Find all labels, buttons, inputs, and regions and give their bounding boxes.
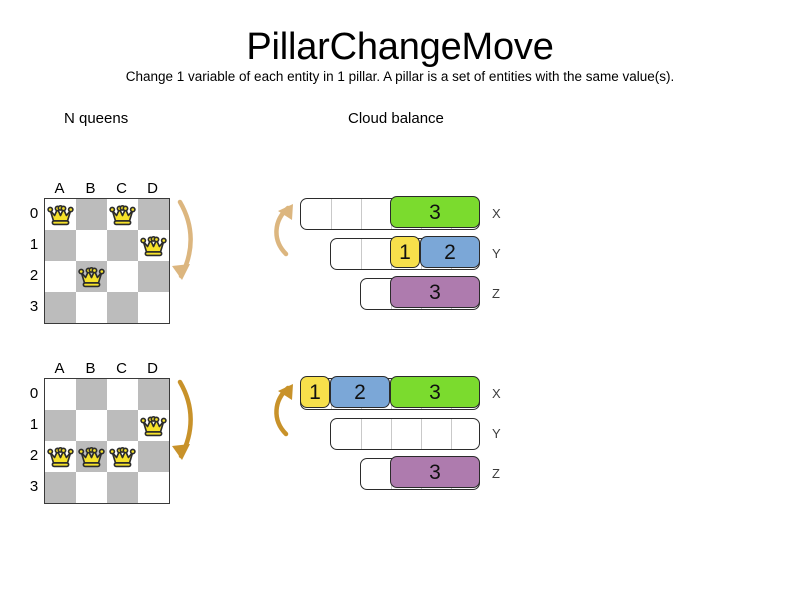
board-column-label-c: C bbox=[116, 360, 127, 377]
board-cell-d0[interactable] bbox=[138, 199, 169, 230]
board-cell-b1[interactable] bbox=[76, 230, 107, 261]
board-row-label-1: 1 bbox=[29, 236, 39, 253]
capacity-tick bbox=[361, 239, 362, 269]
capacity-tick bbox=[361, 419, 362, 449]
board-cell-d1[interactable] bbox=[138, 410, 169, 441]
process-block-3[interactable]: 3 bbox=[390, 196, 480, 229]
board-column-label-b: B bbox=[85, 360, 96, 377]
process-block-1[interactable]: 1 bbox=[390, 236, 420, 269]
board-cell-d2[interactable] bbox=[138, 261, 169, 292]
board-cell-a1[interactable] bbox=[45, 230, 76, 261]
page-subtitle: Change 1 variable of each entity in 1 pi… bbox=[125, 69, 675, 84]
capacity-tick bbox=[451, 419, 452, 449]
process-block-2[interactable]: 2 bbox=[330, 376, 390, 409]
board-column-label-a: A bbox=[54, 180, 65, 197]
board-cell-c0[interactable] bbox=[107, 199, 138, 230]
queen-icon bbox=[109, 204, 136, 226]
board-cell-a0[interactable] bbox=[45, 379, 76, 410]
board-column-label-c: C bbox=[116, 180, 127, 197]
board-cell-c2[interactable] bbox=[107, 261, 138, 292]
board-cell-d3[interactable] bbox=[138, 472, 169, 503]
queen-icon bbox=[78, 446, 105, 468]
board-cell-c1[interactable] bbox=[107, 230, 138, 261]
board-row-label-3: 3 bbox=[29, 298, 39, 315]
cloud-transition-arrow-before bbox=[274, 204, 293, 257]
board-row-label-0: 0 bbox=[29, 385, 39, 402]
queen-icon bbox=[109, 446, 136, 468]
board-cell-d3[interactable] bbox=[138, 292, 169, 323]
board-cell-b1[interactable] bbox=[76, 410, 107, 441]
computer-capacity-bar[interactable] bbox=[330, 418, 480, 450]
board-transition-arrow-after bbox=[172, 379, 193, 460]
board-cell-c3[interactable] bbox=[107, 472, 138, 503]
computer-label-z: Z bbox=[492, 466, 500, 481]
board-row-label-3: 3 bbox=[29, 478, 39, 495]
board-cell-b0[interactable] bbox=[76, 379, 107, 410]
board-transition-arrow-before bbox=[172, 199, 193, 280]
cloud-after-row-z: 3 bbox=[360, 456, 480, 490]
cloud-before-row-x: 3 bbox=[300, 196, 480, 230]
board-row-label-2: 2 bbox=[29, 447, 39, 464]
process-block-1[interactable]: 1 bbox=[300, 376, 330, 409]
queen-icon bbox=[47, 204, 74, 226]
board-cell-c2[interactable] bbox=[107, 441, 138, 472]
capacity-tick bbox=[391, 419, 392, 449]
board-column-labels: A B C D bbox=[44, 360, 168, 378]
capacity-tick bbox=[331, 199, 332, 229]
cloud-before-row-z: 3 bbox=[360, 276, 480, 310]
board-row-labels: 0 1 2 3 bbox=[26, 378, 42, 502]
board-column-labels: A B C D bbox=[44, 180, 168, 198]
process-block-3[interactable]: 3 bbox=[390, 456, 480, 489]
board-column-label-a: A bbox=[54, 360, 65, 377]
board-cell-a2[interactable] bbox=[45, 261, 76, 292]
after-board-grid bbox=[44, 378, 170, 504]
board-cell-c3[interactable] bbox=[107, 292, 138, 323]
queen-icon bbox=[78, 266, 105, 288]
board-column-label-d: D bbox=[147, 180, 158, 197]
section-caption-nqueens: N queens bbox=[64, 110, 129, 127]
board-row-labels: 0 1 2 3 bbox=[26, 198, 42, 322]
capacity-tick bbox=[361, 199, 362, 229]
process-block-3[interactable]: 3 bbox=[390, 276, 480, 309]
section-caption-cloud: Cloud balance bbox=[348, 110, 444, 127]
computer-label-x: X bbox=[492, 206, 501, 221]
queen-icon bbox=[140, 415, 167, 437]
board-cell-d0[interactable] bbox=[138, 379, 169, 410]
process-block-2[interactable]: 2 bbox=[420, 236, 480, 269]
computer-label-x: X bbox=[492, 386, 501, 401]
page-title: PillarChangeMove bbox=[246, 26, 554, 68]
cloud-after-row-y bbox=[330, 418, 480, 450]
before-board-grid bbox=[44, 198, 170, 324]
computer-label-y: Y bbox=[492, 246, 501, 261]
board-cell-b3[interactable] bbox=[76, 472, 107, 503]
board-cell-a3[interactable] bbox=[45, 292, 76, 323]
board-cell-d2[interactable] bbox=[138, 441, 169, 472]
board-cell-c1[interactable] bbox=[107, 410, 138, 441]
board-cell-a3[interactable] bbox=[45, 472, 76, 503]
board-cell-b0[interactable] bbox=[76, 199, 107, 230]
board-cell-b2[interactable] bbox=[76, 261, 107, 292]
queen-icon bbox=[47, 446, 74, 468]
board-row-label-2: 2 bbox=[29, 267, 39, 284]
cloud-transition-arrow-after bbox=[274, 384, 293, 437]
board-cell-a2[interactable] bbox=[45, 441, 76, 472]
process-block-3[interactable]: 3 bbox=[390, 376, 480, 409]
board-cell-a1[interactable] bbox=[45, 410, 76, 441]
board-row-label-1: 1 bbox=[29, 416, 39, 433]
board-cell-b2[interactable] bbox=[76, 441, 107, 472]
capacity-tick bbox=[421, 419, 422, 449]
queen-icon bbox=[140, 235, 167, 257]
board-cell-b3[interactable] bbox=[76, 292, 107, 323]
board-cell-c0[interactable] bbox=[107, 379, 138, 410]
computer-label-y: Y bbox=[492, 426, 501, 441]
board-column-label-b: B bbox=[85, 180, 96, 197]
board-cell-d1[interactable] bbox=[138, 230, 169, 261]
board-row-label-0: 0 bbox=[29, 205, 39, 222]
board-column-label-d: D bbox=[147, 360, 158, 377]
computer-label-z: Z bbox=[492, 286, 500, 301]
board-cell-a0[interactable] bbox=[45, 199, 76, 230]
